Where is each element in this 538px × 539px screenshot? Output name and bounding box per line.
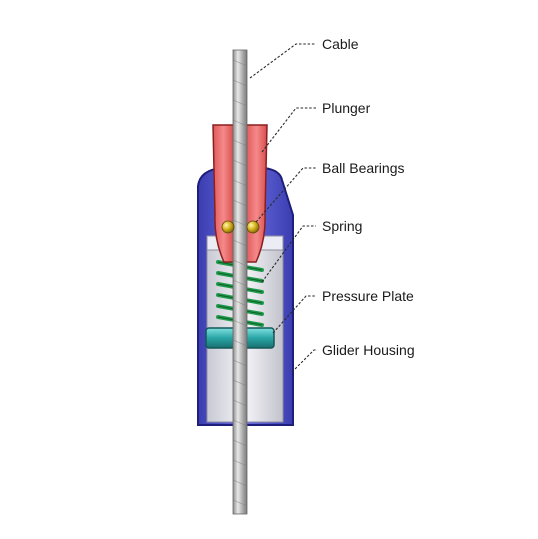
ball-bearings <box>221 220 260 234</box>
label-plunger: Plunger <box>322 100 371 116</box>
ball-bearing-left <box>221 220 235 234</box>
leader-pressure-plate <box>272 295 316 334</box>
labels: Cable Plunger Ball Bearings Spring Press… <box>322 36 415 358</box>
leader-glider-housing <box>291 349 316 373</box>
label-spring: Spring <box>322 218 362 234</box>
label-pressure-plate: Pressure Plate <box>322 288 414 304</box>
leader-spring <box>261 225 316 283</box>
label-cable: Cable <box>322 36 359 52</box>
label-ball-bearings: Ball Bearings <box>322 160 405 176</box>
leader-cable <box>249 43 316 79</box>
ball-bearing-right <box>246 220 260 234</box>
leader-plunger <box>261 107 316 153</box>
cable <box>232 49 248 515</box>
leader-ball-bearings <box>255 167 316 223</box>
leader-lines <box>249 43 316 373</box>
label-glider-housing: Glider Housing <box>322 342 415 358</box>
